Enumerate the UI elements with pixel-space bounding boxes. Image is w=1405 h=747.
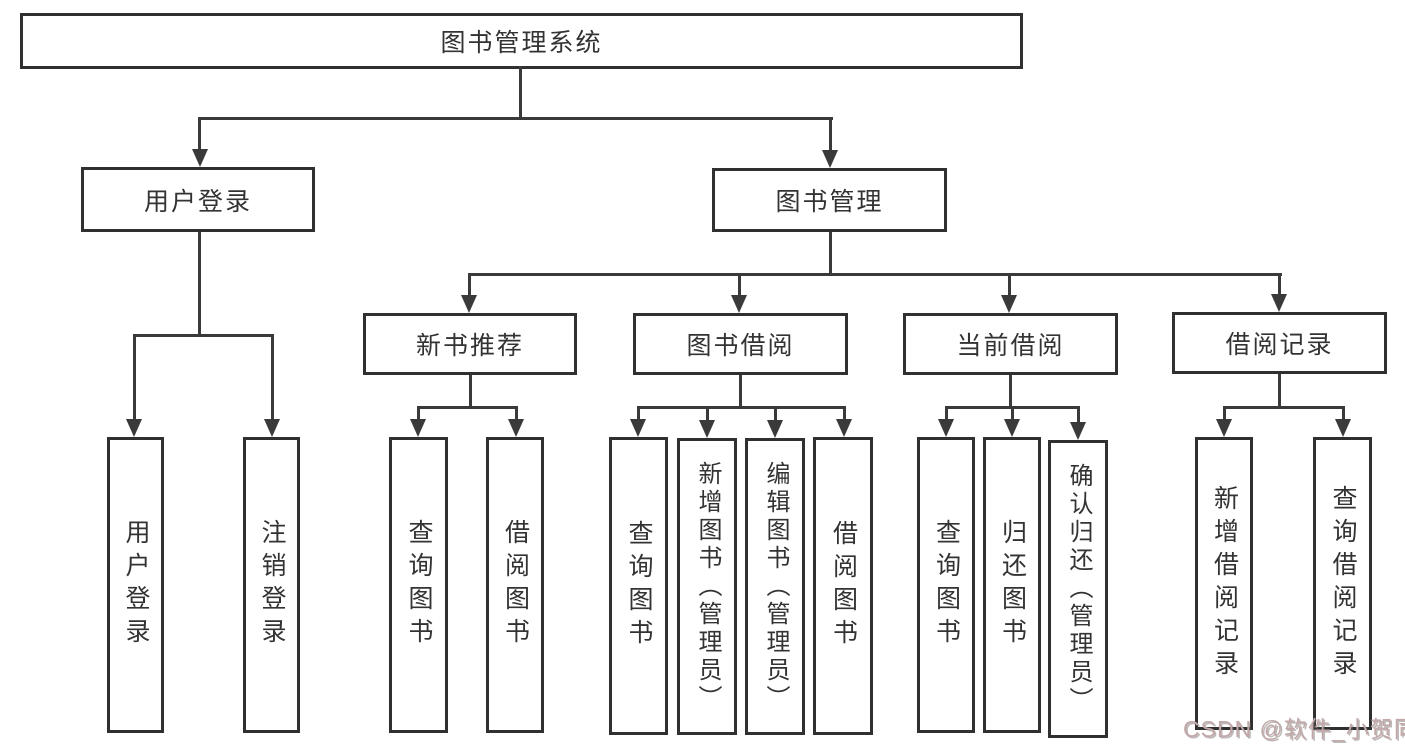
- arrowhead-new-book-recommend: [461, 295, 477, 313]
- connector-drop-records-2: [1342, 406, 1345, 422]
- connector-newrec-rail: [417, 406, 518, 409]
- arrowhead-book-borrow: [731, 295, 747, 313]
- connector-drop-borrow-records: [1278, 273, 1281, 297]
- leaf-edit-books-admin: 编辑图书（管理员）: [745, 438, 805, 735]
- arrowhead-borrow-records: [1271, 294, 1287, 312]
- leaf-user-login-label: 用户登录: [122, 519, 150, 651]
- node-current-borrow-label: 当前借阅: [956, 332, 1065, 360]
- connector-drop-records-1: [1223, 406, 1226, 422]
- leaf-confirm-return-admin: 确认归还（管理员）: [1048, 440, 1108, 738]
- arrowhead-current-2: [1004, 419, 1020, 437]
- arrowhead-current-1: [938, 419, 954, 437]
- node-root: 图书管理系统: [20, 13, 1023, 69]
- leaf-query-books-current-label: 查询图书: [932, 519, 961, 651]
- node-book-borrow: 图书借阅: [633, 313, 848, 375]
- connector-drop-leaf-user-login: [133, 334, 136, 420]
- connector-borrow-rail: [637, 406, 846, 409]
- leaf-user-login: 用户登录: [107, 437, 164, 733]
- node-book-management-label: 图书管理: [775, 188, 884, 216]
- leaf-add-borrow-record: 新增借阅记录: [1195, 437, 1253, 730]
- connector-drop-newrec-2: [515, 406, 518, 422]
- connector-bookmgmt-stem: [829, 232, 832, 276]
- leaf-logout: 注销登录: [243, 437, 300, 733]
- connector-drop-book-borrow: [738, 273, 741, 297]
- connector-drop-current-3: [1077, 406, 1080, 422]
- leaf-add-borrow-record-label: 新增借阅记录: [1210, 484, 1239, 683]
- arrowhead-borrow-1: [630, 419, 646, 437]
- connector-drop-leaf-logout: [271, 334, 274, 420]
- arrowhead-current-3: [1070, 422, 1086, 440]
- leaf-query-books-current: 查询图书: [917, 437, 975, 733]
- node-book-management: 图书管理: [712, 168, 947, 232]
- connector-drop-borrow-4: [843, 406, 846, 422]
- connector-drop-newrec-1: [417, 406, 420, 422]
- leaf-borrow-books-recommend: 借阅图书: [486, 437, 544, 733]
- csdn-watermark: CSDN @软件_小贺同学: [1183, 716, 1405, 742]
- leaf-return-books: 归还图书: [983, 437, 1041, 733]
- connector-drop-borrow-2: [706, 406, 709, 422]
- connector-drop-borrow-3: [774, 406, 777, 422]
- node-user-login-label: 用户登录: [143, 187, 252, 216]
- arrowhead-records-2: [1335, 419, 1351, 437]
- leaf-logout-label: 注销登录: [258, 519, 286, 651]
- node-borrow-records: 借阅记录: [1172, 312, 1387, 374]
- leaf-query-books-recommend-label: 查询图书: [405, 519, 433, 651]
- connector-userlogin-stem: [198, 232, 201, 337]
- connector-current-stem: [1009, 375, 1012, 409]
- node-user-login: 用户登录: [81, 167, 315, 232]
- leaf-borrow-books-recommend-label: 借阅图书: [501, 519, 530, 651]
- leaf-edit-books-admin-label: 编辑图书（管理员）: [762, 460, 789, 713]
- connector-drop-borrow-1: [637, 406, 640, 422]
- connector-root-stem: [519, 66, 522, 119]
- arrowhead-borrow-2: [699, 420, 715, 438]
- connector-drop-current-borrow: [1008, 273, 1011, 297]
- leaf-borrow-books: 借阅图书: [813, 437, 873, 735]
- connector-borrow-stem: [739, 375, 742, 409]
- arrowhead-borrow-4: [836, 419, 852, 437]
- arrowhead-book-management: [822, 150, 838, 168]
- leaf-query-books-borrow-label: 查询图书: [625, 520, 653, 652]
- connector-records-stem: [1278, 374, 1281, 409]
- leaf-query-books-borrow: 查询图书: [609, 437, 668, 735]
- node-new-book-recommend: 新书推荐: [363, 313, 577, 375]
- connector-drop-current-1: [945, 406, 948, 422]
- leaf-query-borrow-record-label: 查询借阅记录: [1329, 484, 1357, 683]
- arrowhead-borrow-3: [767, 420, 783, 438]
- leaf-add-books-admin: 新增图书（管理员）: [677, 438, 737, 735]
- node-new-book-recommend-label: 新书推荐: [415, 332, 524, 360]
- leaf-query-borrow-record: 查询借阅记录: [1313, 437, 1372, 730]
- connector-drop-user-login: [198, 117, 201, 153]
- arrowhead-user-login: [192, 149, 208, 167]
- node-root-label: 图书管理系统: [440, 29, 603, 57]
- arrowhead-leaf-user-login: [126, 419, 142, 437]
- leaf-query-books-recommend: 查询图书: [389, 437, 448, 733]
- arrowhead-leaf-logout: [264, 419, 280, 437]
- connector-drop-book-management: [829, 117, 832, 153]
- leaf-confirm-return-admin-label: 确认归还（管理员）: [1065, 463, 1092, 715]
- arrowhead-newrec-2: [508, 419, 524, 437]
- leaf-return-books-label: 归还图书: [998, 519, 1027, 651]
- node-borrow-records-label: 借阅记录: [1225, 331, 1334, 359]
- arrowhead-records-1: [1216, 419, 1232, 437]
- connector-userlogin-rail: [133, 334, 274, 337]
- connector-drop-new-book-recommend: [468, 273, 471, 297]
- connector-level1-rail: [198, 117, 833, 120]
- connector-drop-current-2: [1011, 406, 1014, 422]
- leaf-add-books-admin-label: 新增图书（管理员）: [694, 460, 721, 713]
- node-current-borrow: 当前借阅: [903, 313, 1118, 375]
- connector-level3-rail: [468, 273, 1282, 276]
- arrowhead-newrec-1: [410, 419, 426, 437]
- connector-newrec-stem: [469, 375, 472, 409]
- leaf-borrow-books-label: 借阅图书: [829, 520, 858, 652]
- arrowhead-current-borrow: [1001, 295, 1017, 313]
- node-book-borrow-label: 图书借阅: [686, 332, 795, 360]
- connector-records-rail: [1223, 406, 1345, 409]
